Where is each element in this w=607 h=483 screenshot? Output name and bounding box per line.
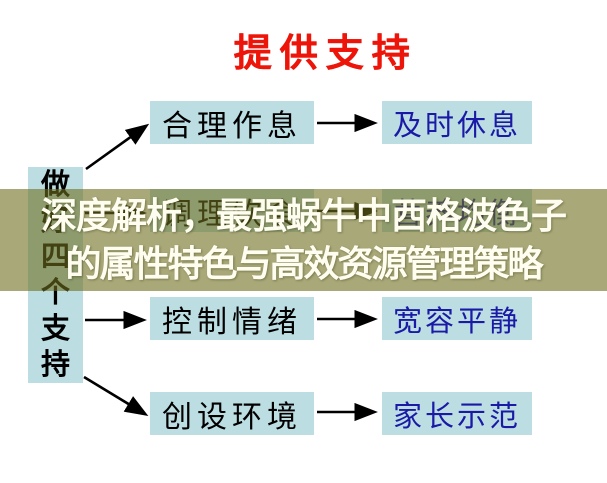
mid-box-row1: 合理作息: [150, 101, 314, 144]
right-box-row1: 及时休息: [382, 101, 532, 144]
right-box-row3: 宽容平静: [382, 297, 532, 340]
right-box-row1-label: 及时休息: [392, 109, 521, 142]
watermark-line-2: 的属性特色与高效资源管理策略: [65, 243, 543, 284]
watermark-banner: 深度解析，最强蜗牛中西格波色子 的属性特色与高效资源管理策略: [0, 189, 607, 291]
mid-box-row3: 控制情绪: [150, 297, 314, 340]
page-title: 提供支持: [233, 33, 418, 75]
mid-box-row4: 创设环境: [150, 392, 314, 435]
right-box-row4-label: 家长示范: [392, 400, 521, 433]
right-box-row3-label: 宽容平静: [392, 305, 521, 338]
left-box-char: 持: [40, 349, 70, 381]
arrow-left-to-row1: [85, 123, 150, 171]
watermark-line-1: 深度解析，最强蜗牛中西格波色子: [40, 195, 567, 236]
mid-box-row3-label: 控制情绪: [162, 305, 302, 339]
mid-box-row4-label: 创设环境: [162, 400, 302, 434]
arrow-left-to-row4: [83, 375, 149, 417]
right-box-row4: 家长示范: [382, 392, 532, 435]
left-box-char: 支: [40, 313, 70, 345]
mid-box-row1-label: 合理作息: [162, 109, 302, 143]
